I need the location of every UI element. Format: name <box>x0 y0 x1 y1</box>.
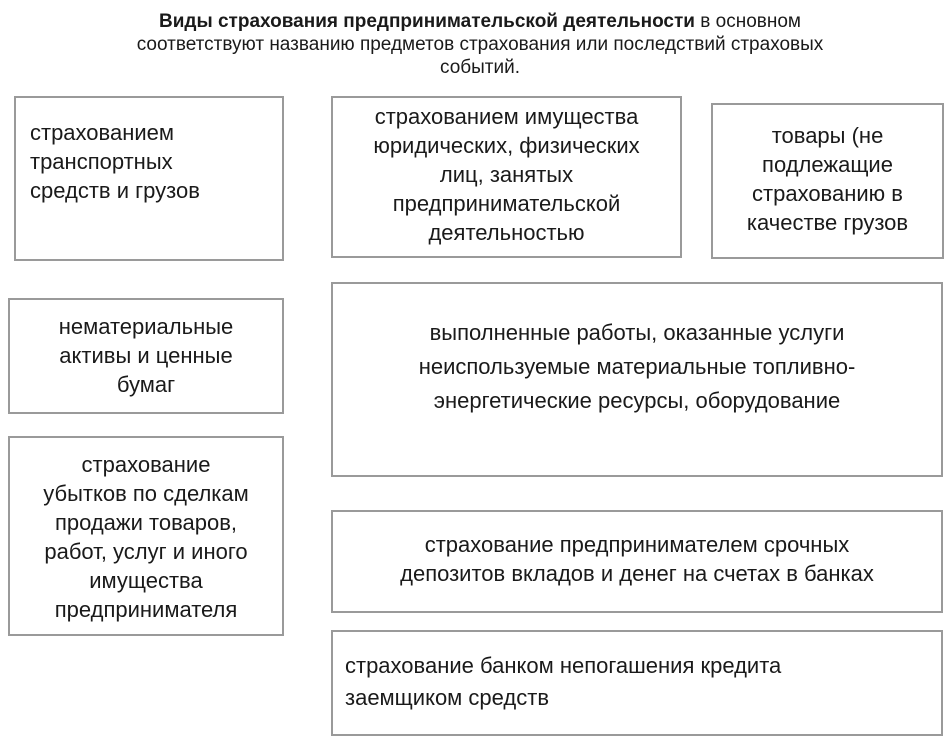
box-line: нематериальные <box>58 314 234 339</box>
box-line: транспортных <box>30 149 173 174</box>
box-line: депозитов вкладов и денег на счетах в ба… <box>400 561 874 586</box>
box-line: имущества <box>89 568 203 593</box>
title-line-2: соответствуют названию предметов страхов… <box>136 34 824 55</box>
title-line-1: Виды страхования предпринимательской дея… <box>40 10 920 33</box>
box-property-insurance: страхованием имущества юридических, физи… <box>331 96 682 258</box>
box-line: активы и ценные <box>59 343 233 368</box>
box-line: страхованием <box>30 120 175 145</box>
box-credit-insurance: страхование банком непогашения кредита з… <box>331 630 943 736</box>
box-losses-insurance: страхование убытков по сделкам продажи т… <box>8 436 284 636</box>
box-line: предпринимателя <box>54 597 238 622</box>
box-intangible-assets: нематериальные активы и ценные бумаг <box>8 298 284 414</box>
title-line-3: событий. <box>439 57 521 78</box>
box-line: выполненные работы, оказанные услуги <box>429 320 845 345</box>
box-line: энергетические ресурсы, оборудование <box>433 388 841 413</box>
box-line: страхованию в <box>752 181 903 206</box>
box-line: деятельностью <box>428 220 585 245</box>
box-line: юридических, физических <box>373 133 640 158</box>
box-line: страхованием имущества <box>374 104 639 129</box>
box-deposits-insurance: страхование предпринимателем срочных деп… <box>331 510 943 613</box>
box-line: средств и грузов <box>30 178 200 203</box>
box-line: убытков по сделкам <box>43 481 249 506</box>
box-line: товары (не <box>771 123 884 148</box>
box-transport-insurance: страхованием транспортных средств и груз… <box>14 96 284 261</box>
box-line: бумаг <box>116 372 176 397</box>
diagram-title: Виды страхования предпринимательской дея… <box>40 10 920 79</box>
box-line: страхование <box>81 452 211 477</box>
box-line: страхование банком непогашения кредита <box>345 653 782 678</box>
box-works-services: выполненные работы, оказанные услуги неи… <box>331 282 943 477</box>
box-goods: товары (не подлежащие страхованию в каче… <box>711 103 944 259</box>
box-line: страхование предпринимателем срочных <box>424 532 850 557</box>
box-line: работ, услуг и иного <box>44 539 248 564</box>
box-line: качестве грузов <box>746 210 909 235</box>
box-line: предпринимательской <box>392 191 621 216</box>
box-line: подлежащие <box>762 152 893 177</box>
title-bold: Виды страхования предпринимательской дея… <box>159 11 695 32</box>
box-line: продажи товаров, <box>54 510 238 535</box>
title-rest: в основном <box>694 11 801 32</box>
box-line: неиспользуемые материальные топливно- <box>418 354 856 379</box>
box-line: лиц, занятых <box>439 162 574 187</box>
box-line: заемщиком средств <box>345 685 550 710</box>
